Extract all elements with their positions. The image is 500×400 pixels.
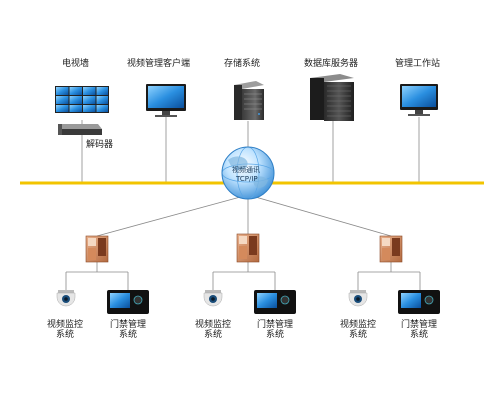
decoder-label: 解码器 (86, 140, 114, 150)
dome-camera-icon (56, 290, 76, 307)
connection-lines (65, 117, 421, 290)
monitor-icon (146, 84, 186, 117)
network-label-line1: 视频通讯 (232, 166, 260, 174)
site2-access-label: 门禁管理系统 (256, 320, 293, 340)
dome-camera-icon (203, 290, 223, 307)
site1-access-label: 门禁管理系统 (109, 320, 146, 340)
panel-controller-icon (236, 233, 260, 263)
site3-tree (357, 262, 421, 290)
video-wall-icon (55, 86, 109, 113)
access-terminal-icon (398, 290, 440, 314)
panel-controller-icon (85, 235, 109, 263)
server-icon (234, 81, 264, 120)
site3-camera-label: 视频监控系统 (339, 320, 376, 340)
access-terminal-icon (107, 290, 149, 314)
panel-controller-icon (379, 235, 403, 263)
network-label-line2: TCP/IP (236, 175, 258, 183)
decoder-icon (58, 124, 102, 135)
dome-camera-icon (348, 290, 368, 307)
site1-tree (65, 262, 129, 290)
site1-camera-label: 视频监控系统 (46, 320, 83, 340)
video-wall-label: 电视墙 (62, 59, 90, 69)
link-globe-site1 (96, 195, 245, 237)
link-globe-site3 (251, 195, 392, 237)
monitor-icon (400, 84, 438, 116)
video-client-label: 视频管理客户端 (127, 59, 191, 69)
database-server-label: 数据库服务器 (304, 59, 359, 69)
site2-camera-label: 视频监控系统 (194, 320, 231, 340)
site2-tree (212, 262, 276, 290)
access-terminal-icon (254, 290, 296, 314)
storage-system-label: 存储系统 (224, 59, 261, 69)
site3-access-label: 门禁管理系统 (400, 320, 437, 340)
rack-server-icon (310, 74, 354, 121)
management-workstation-label: 管理工作站 (395, 59, 441, 69)
globe-icon (221, 146, 275, 200)
